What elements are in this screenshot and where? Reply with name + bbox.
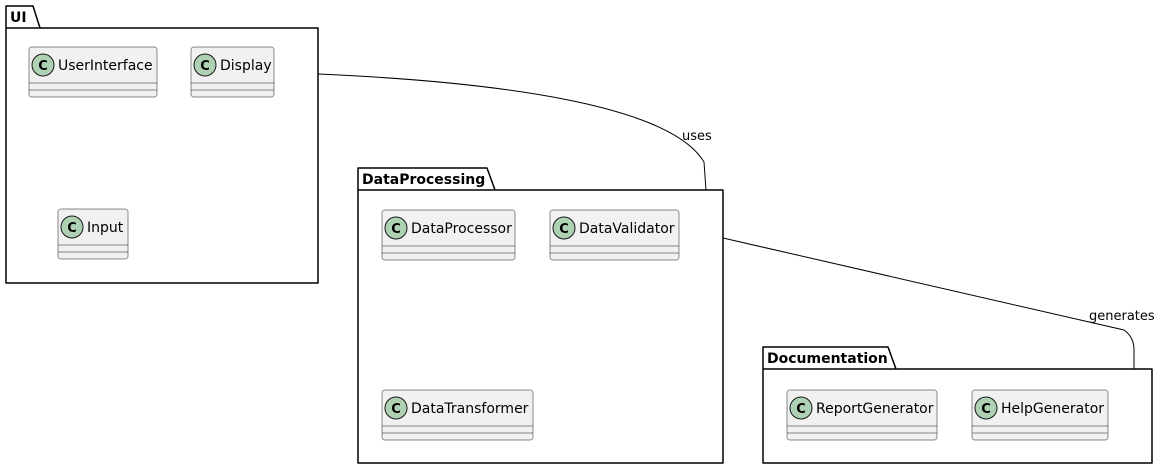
- edge-uses-line: [317, 73, 707, 191]
- class-name: HelpGenerator: [1001, 401, 1104, 417]
- package-dataprocessing-frame: [357, 167, 724, 464]
- package-documentation[interactable]: Documentation C ReportGenerator C HelpGe…: [762, 346, 1153, 464]
- package-dataprocessing[interactable]: DataProcessing C DataProcessor C DataVal…: [357, 167, 724, 464]
- package-dataprocessing-title: DataProcessing: [362, 172, 485, 188]
- class-icon: [552, 216, 576, 240]
- class-name: DataTransformer: [411, 401, 529, 417]
- package-documentation-frame: [762, 346, 1153, 464]
- relation-generates: generates: [722, 237, 1155, 369]
- svg-text:C: C: [391, 222, 401, 237]
- class-box[interactable]: C Display: [190, 46, 275, 98]
- class-icon: [193, 53, 217, 77]
- class-icon: [789, 396, 813, 420]
- class-icon: [974, 396, 998, 420]
- class-icon: [384, 396, 408, 420]
- class-name: Input: [87, 220, 124, 236]
- svg-text:C: C: [796, 402, 806, 417]
- relation-uses: uses: [317, 73, 712, 191]
- class-box[interactable]: C DataProcessor: [381, 209, 516, 261]
- class-icon: [384, 216, 408, 240]
- class-box[interactable]: C ReportGenerator: [786, 389, 938, 441]
- class-box[interactable]: C Input: [57, 208, 129, 260]
- class-name: Display: [220, 58, 272, 74]
- class-name: DataValidator: [579, 221, 675, 237]
- class-name: DataProcessor: [411, 221, 512, 237]
- package-ui[interactable]: UI C UserInterface C Display C Input: [5, 5, 319, 284]
- class-name: ReportGenerator: [816, 401, 934, 417]
- edge-generates-line: [722, 237, 1135, 369]
- svg-text:C: C: [391, 402, 401, 417]
- package-ui-title: UI: [10, 10, 27, 26]
- class-box[interactable]: C HelpGenerator: [971, 389, 1109, 441]
- svg-text:C: C: [200, 59, 210, 74]
- svg-text:C: C: [981, 402, 991, 417]
- package-documentation-title: Documentation: [767, 351, 888, 367]
- svg-text:C: C: [559, 222, 569, 237]
- svg-text:C: C: [67, 221, 77, 236]
- class-icon: [31, 53, 55, 77]
- edge-generates-label: generates: [1089, 309, 1155, 324]
- edge-uses-label: uses: [682, 129, 712, 144]
- class-name: UserInterface: [58, 58, 153, 74]
- class-box[interactable]: C DataValidator: [549, 209, 680, 261]
- class-box[interactable]: C UserInterface: [28, 46, 158, 98]
- package-ui-frame: [5, 5, 319, 284]
- svg-text:C: C: [38, 59, 48, 74]
- class-box[interactable]: C DataTransformer: [381, 389, 534, 441]
- class-icon: [60, 215, 84, 239]
